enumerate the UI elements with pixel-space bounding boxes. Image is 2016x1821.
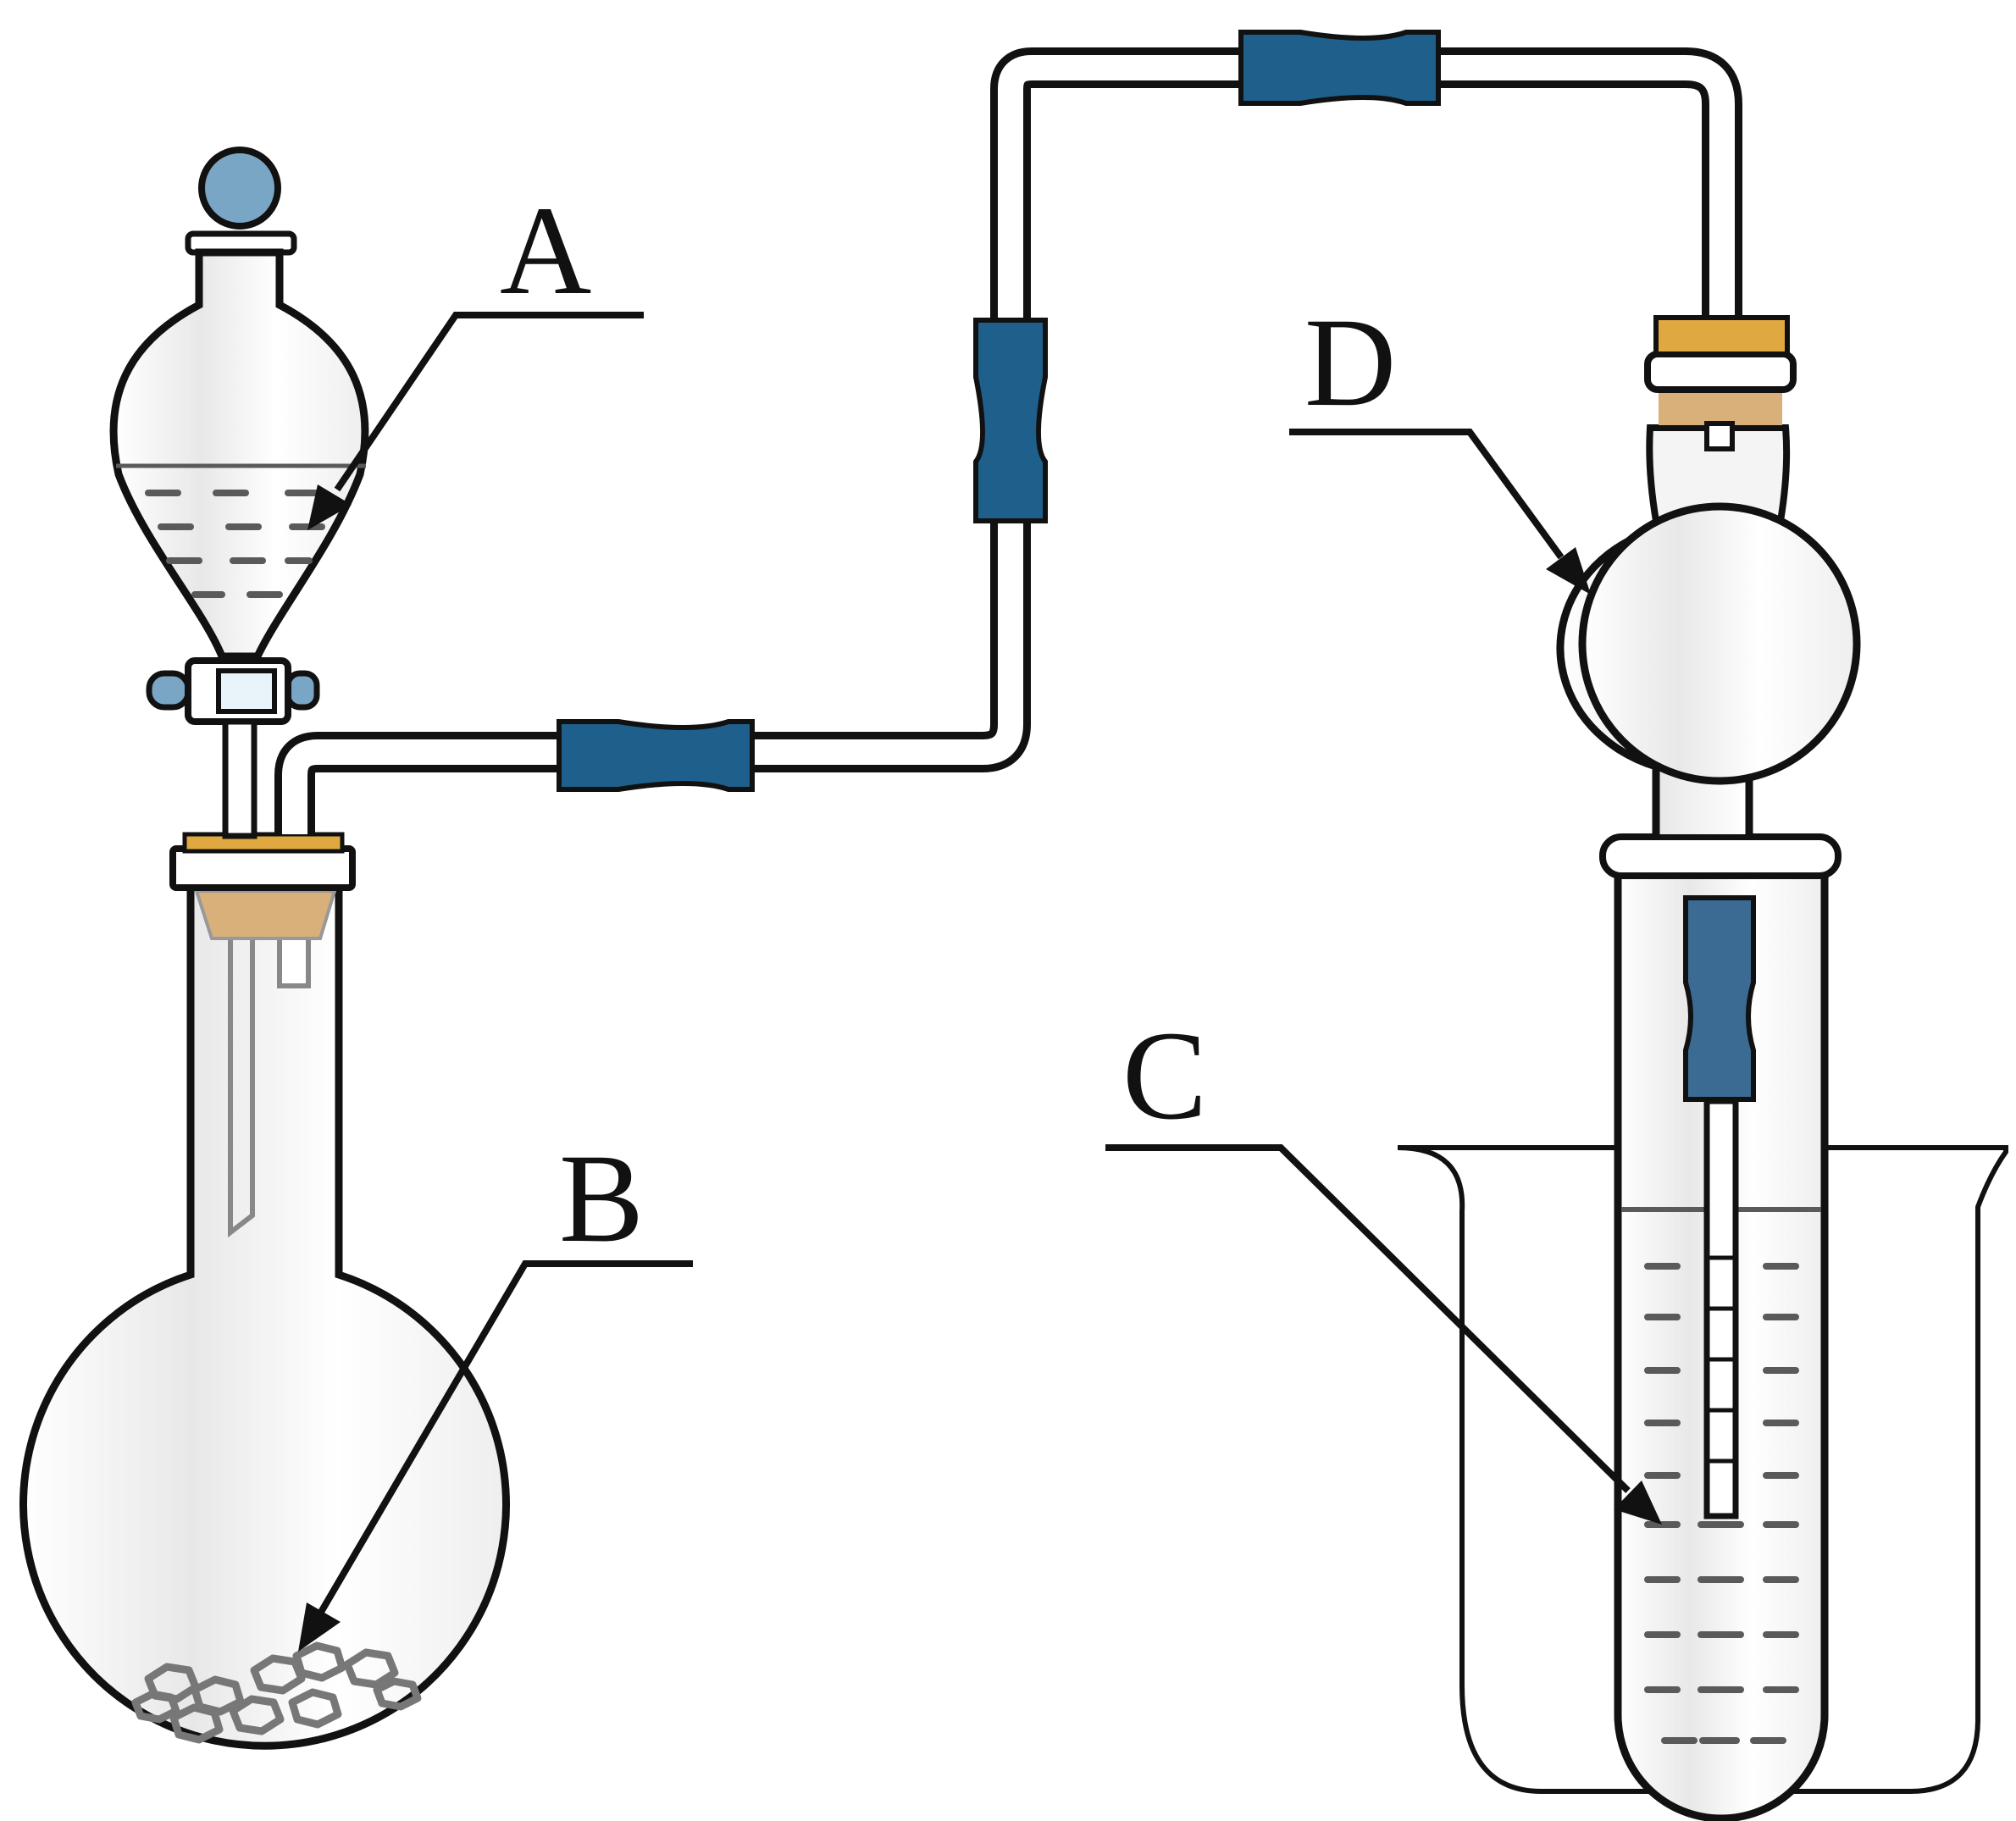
inner-tube-rungs bbox=[1707, 1255, 1736, 1464]
hose-connector-3 bbox=[1238, 30, 1441, 106]
stopcock-right-knob bbox=[285, 670, 320, 711]
test-tube bbox=[1599, 833, 1842, 1821]
label-b-arrowhead bbox=[298, 1602, 341, 1652]
hose-connector-1 bbox=[557, 719, 755, 792]
label-a-arrowhead bbox=[307, 484, 352, 530]
bulb-small-tube bbox=[1704, 421, 1735, 451]
label-a-leader bbox=[334, 312, 644, 492]
label-b-leader bbox=[317, 1260, 693, 1616]
label-d-leader bbox=[1289, 429, 1565, 560]
separatory-funnel bbox=[109, 147, 369, 839]
funnel-stem bbox=[222, 718, 258, 839]
test-tube-rim bbox=[1599, 833, 1842, 879]
label-b-text: B bbox=[559, 1128, 644, 1269]
bulb-sphere bbox=[1578, 502, 1861, 785]
label-a: A bbox=[307, 180, 644, 530]
bulb-cork bbox=[1659, 390, 1782, 425]
label-d-arrowhead bbox=[1546, 547, 1591, 595]
label-c-arrowhead bbox=[1614, 1481, 1662, 1525]
beaker bbox=[1397, 1145, 2008, 1794]
drying-bulb-tube bbox=[1556, 315, 1861, 834]
bulb-collar bbox=[1644, 351, 1797, 393]
hose-connector-2 bbox=[973, 318, 1048, 523]
label-d: D bbox=[1289, 292, 1591, 595]
label-c-text: C bbox=[1122, 1005, 1207, 1146]
round-flask bbox=[19, 832, 510, 1750]
label-d-text: D bbox=[1304, 292, 1396, 433]
flask-cork bbox=[194, 889, 337, 940]
stopcock-plug bbox=[216, 668, 277, 714]
label-b: B bbox=[298, 1128, 693, 1652]
test-tube-liquid-dashes bbox=[1644, 1263, 1799, 1744]
bulb-cork-band bbox=[1653, 315, 1790, 357]
flask-body bbox=[19, 881, 510, 1750]
inner-connector bbox=[1683, 895, 1756, 1102]
stopcock-left-knob bbox=[146, 670, 191, 711]
label-a-text: A bbox=[500, 180, 591, 321]
label-c: C bbox=[1105, 1005, 1662, 1525]
funnel-body bbox=[109, 248, 369, 661]
flask-short-tube bbox=[277, 929, 311, 988]
funnel-liquid-dashes bbox=[145, 490, 325, 598]
solid-granules bbox=[131, 1641, 422, 1744]
delivery-tube bbox=[274, 47, 1742, 834]
funnel-stopper-knob bbox=[198, 147, 281, 230]
flask-cork-band bbox=[182, 832, 345, 854]
flask-inner-tube bbox=[228, 932, 255, 1238]
flask-collar bbox=[169, 845, 356, 891]
label-c-leader bbox=[1105, 1144, 1631, 1493]
